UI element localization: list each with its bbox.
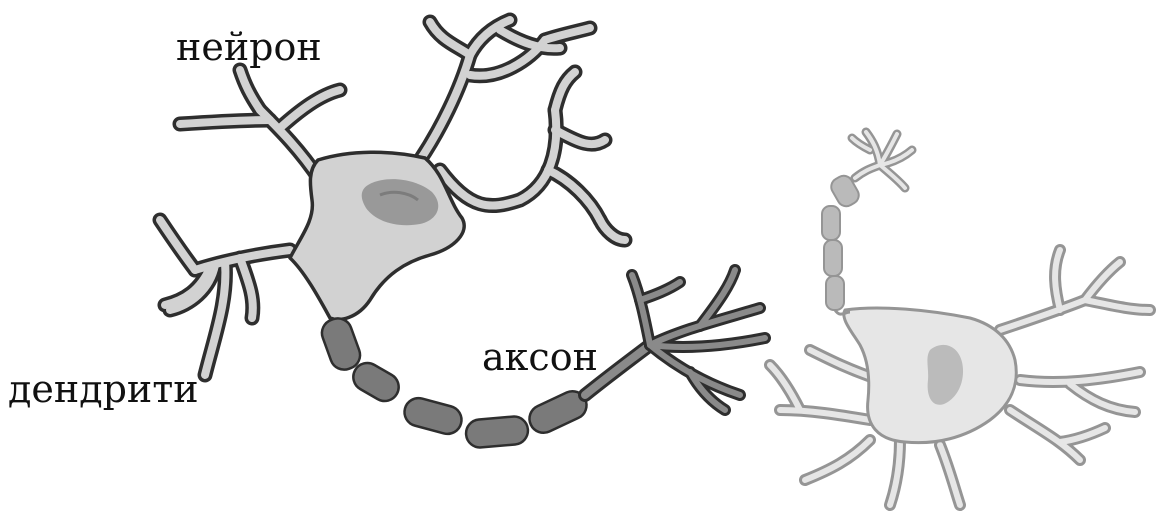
second-axon-myelin bbox=[822, 173, 862, 310]
label-dendrites: дендрити bbox=[8, 370, 199, 408]
main-axon-terminals bbox=[632, 270, 765, 410]
main-cell-body bbox=[290, 152, 464, 319]
label-neuron: нейрон bbox=[176, 28, 322, 66]
second-neuron bbox=[770, 132, 1150, 505]
second-axon-terminals bbox=[852, 132, 912, 188]
label-axon: аксон bbox=[482, 338, 598, 376]
main-neuron bbox=[160, 20, 765, 449]
